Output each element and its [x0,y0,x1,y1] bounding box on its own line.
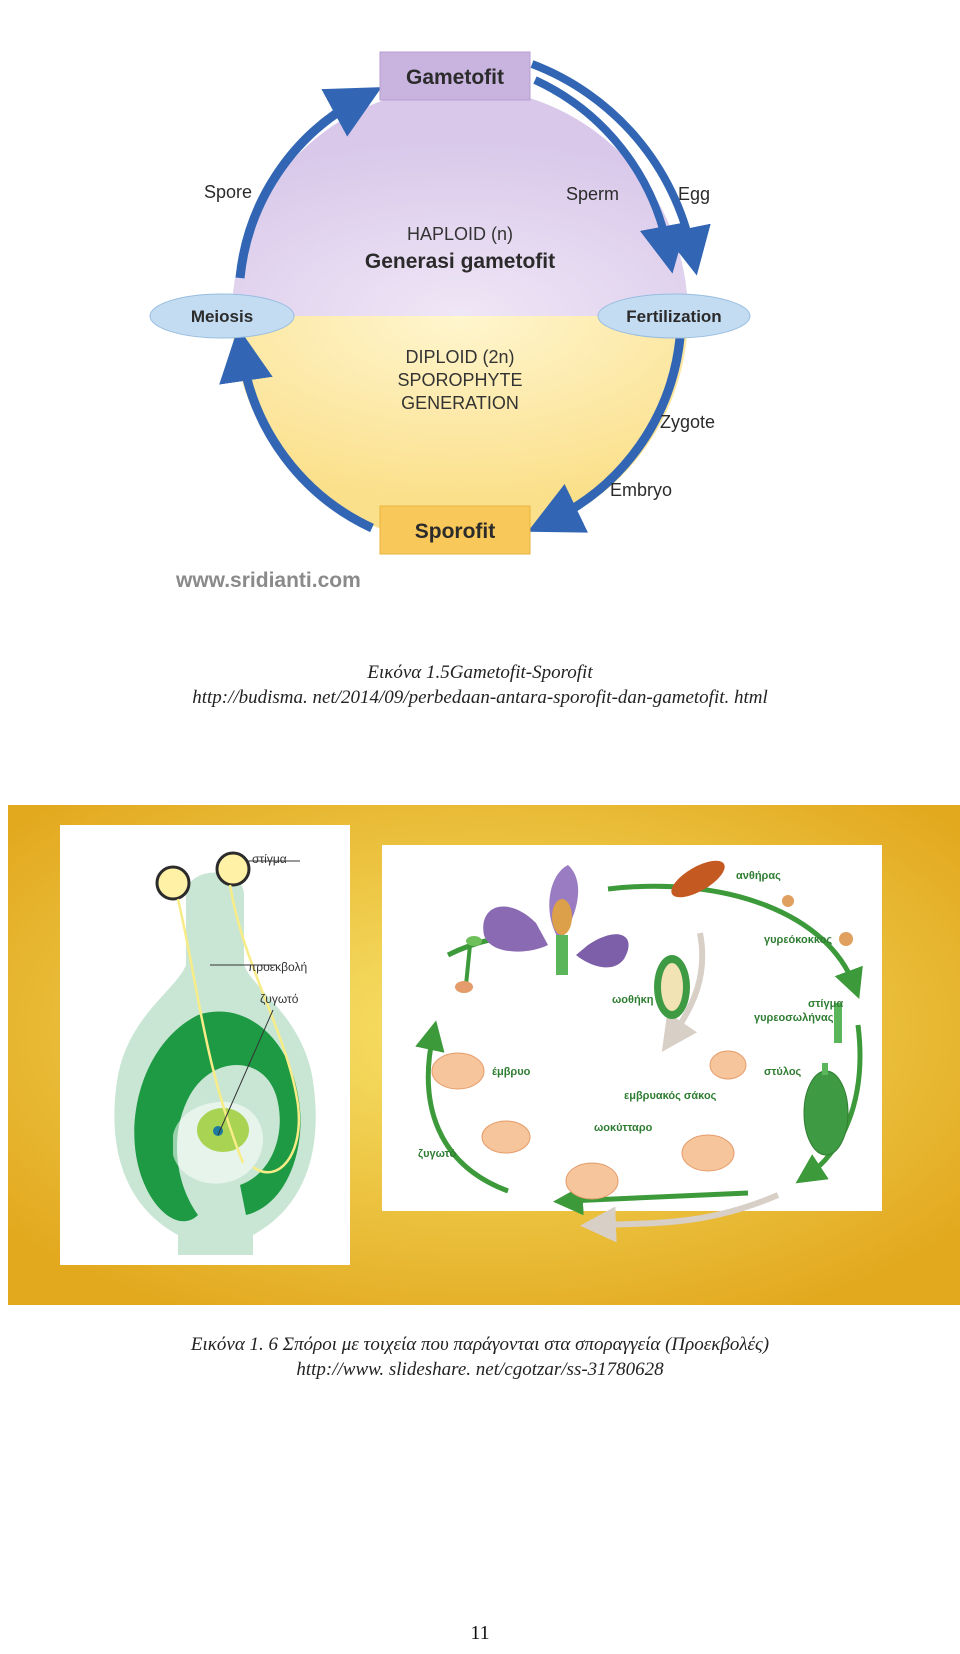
figure1-caption-title: Εικόνα 1.5Gametofit-Sporofit [367,662,593,683]
generation-label: GENERATION [401,393,519,413]
gametofit-box [379,51,531,101]
sporofit-label: Sporofit [415,520,495,543]
diploid-label: DIPLOID (2n) [405,347,514,367]
arrow-sperm [533,76,688,274]
arrow-fertilization-to-sporofit [527,337,685,533]
haploid-region [232,87,688,316]
cycle-pollen-tube-label: γυρεοσωλήνας [754,1012,834,1024]
cycle-embryo-label: έμβρυο [492,1066,531,1078]
cycle-embryo-sac-label: εμβρυακός σάκος [624,1090,717,1102]
figure1-caption: Εικόνα 1.5Gametofit-Sporofit http://budi… [0,660,960,710]
haploid-generation-label: Generasi gametofit [365,250,555,273]
gametophyte-sporophyte-cycle-diagram: Gametofit Sporofit Meiosis Fertilization… [149,51,751,592]
figure2-caption-url: http://www. slideshare. net/cgotzar/ss-3… [296,1359,664,1380]
arrow-sporofit-to-meiosis [219,327,374,533]
embryo-label: Embryo [610,480,672,500]
arrow-meiosis-to-gametofit [235,87,382,279]
life-cycle-panel [382,845,882,1243]
gametofit-label: Gametofit [406,66,504,89]
egg-label: Egg [678,184,710,204]
meiosis-label: Meiosis [191,307,253,326]
ovule-projection-label: προεκβολή [248,960,307,974]
figure1-caption-url: http://budisma. net/2014/09/perbedaan-an… [192,687,768,708]
ovule-zygote-label: ζυγωτό [260,992,299,1006]
sporofit-box [379,505,531,555]
flower-reproduction-figure: στίγμα προεκβολή ζυγωτό [8,805,960,1305]
ovule-stigma-label: στίγμα [252,852,287,866]
sperm-label: Sperm [566,184,619,204]
cycle-ovary-label: ωοθήκη [612,994,654,1006]
figure2-caption-title: Εικόνα 1. 6 Σπόροι με τοιχεία που παράγο… [190,1334,770,1355]
page-number: 11 [470,1622,490,1644]
watermark: www.sridianti.com [175,569,361,592]
fertilization-oval [597,293,751,339]
cycle-style-label: στύλος [764,1066,802,1078]
cycle-pollen-label: γυρεόκοκκος [764,934,832,946]
meiosis-oval [149,293,295,339]
ovule-panel [60,825,350,1265]
figure2-caption: Εικόνα 1. 6 Σπόροι με τοιχεία που παράγο… [0,1332,960,1382]
cycle-zygote-label: ζυγωτό [418,1148,456,1160]
cycle-egg-cell-label: ωοκύτταρο [594,1122,653,1134]
arrow-egg [530,60,711,276]
cycle-stigma-label: στίγμα [808,998,843,1010]
sporophyte-label: SPOROPHYTE [397,370,522,390]
cycle-anther-label: ανθήρας [736,870,781,882]
spore-label: Spore [204,182,252,202]
fertilization-label: Fertilization [626,307,721,326]
haploid-label: HAPLOID (n) [407,224,513,244]
zygote-label: Zygote [660,412,715,432]
